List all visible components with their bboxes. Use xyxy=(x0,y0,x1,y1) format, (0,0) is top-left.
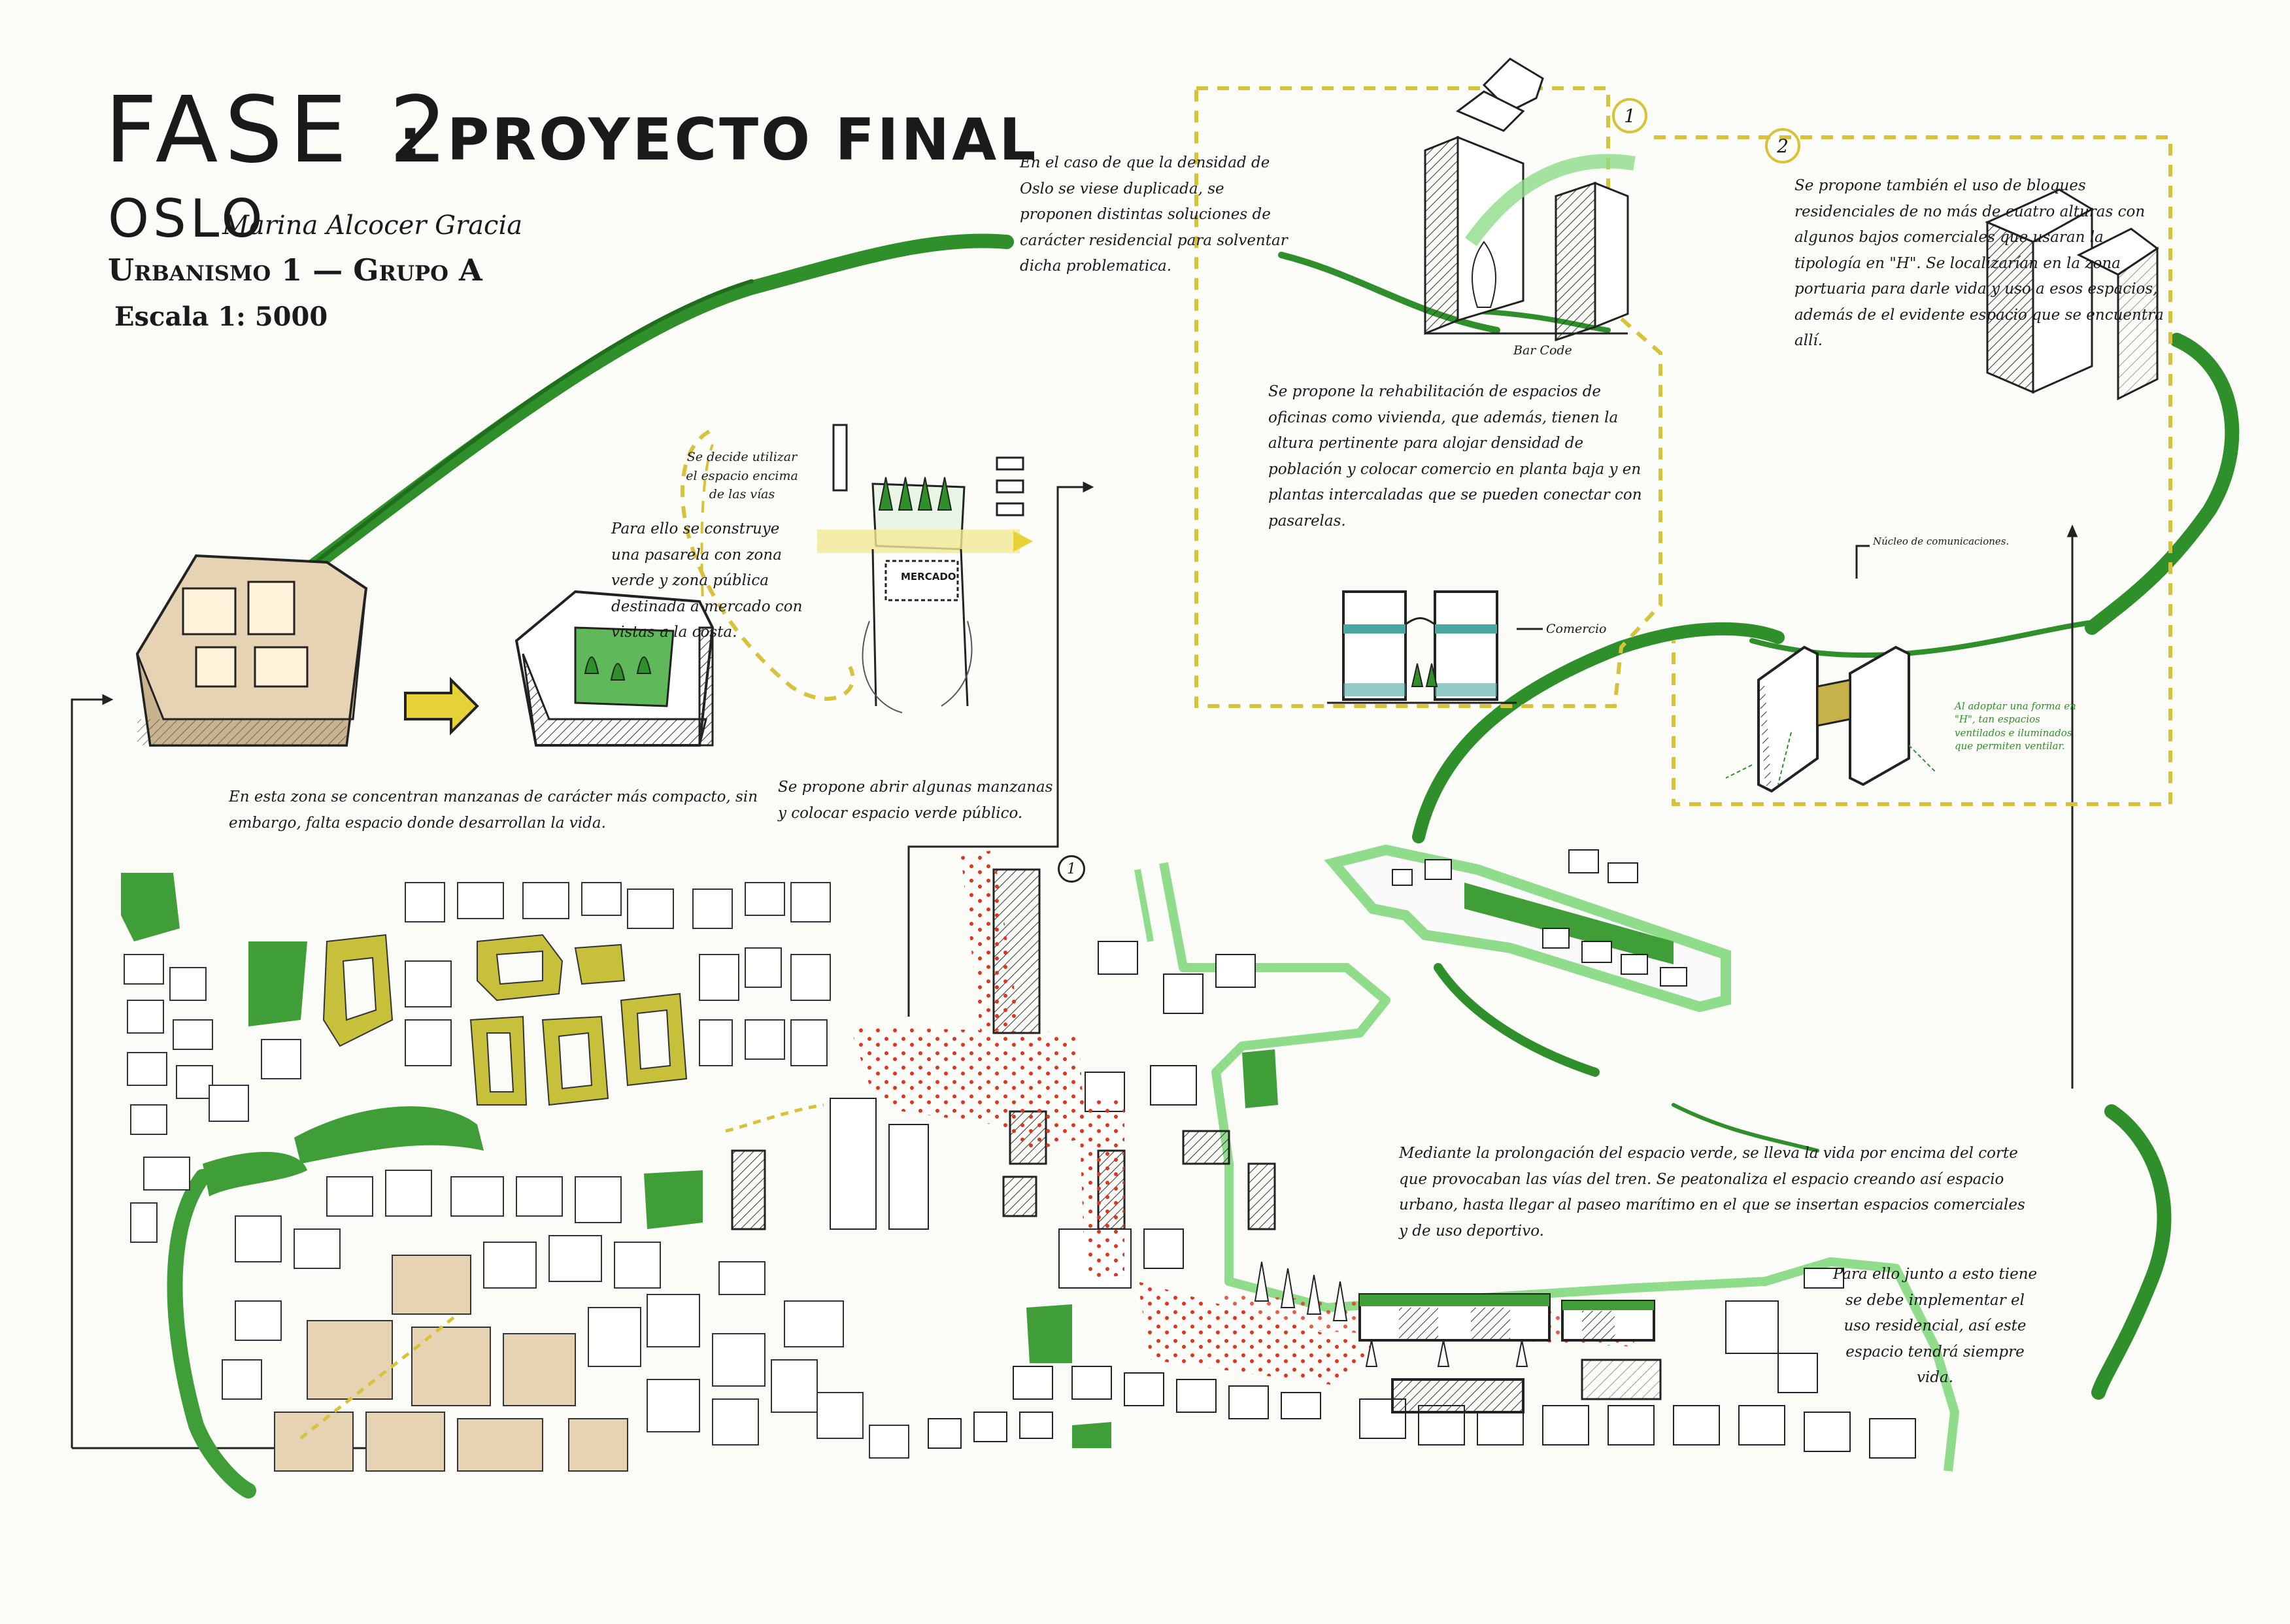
residential-note: Para ello junto a esto tiene se debe imp… xyxy=(1832,1266,2038,1387)
h-block-tower-sketch xyxy=(1985,188,2159,401)
h-shape-note: Al adoptar una forma en "H", tan espacio… xyxy=(1955,700,2076,752)
scale-label: Escala 1: 5000 xyxy=(114,301,328,332)
compact-block-sketch xyxy=(135,554,368,747)
h-blocks-note: Se propone también el uso de bloques res… xyxy=(1794,177,2164,350)
leader-arrows xyxy=(71,481,2078,1449)
waterfront-pavilions xyxy=(1254,1261,1662,1413)
h-block-core-sketch xyxy=(1725,645,1936,793)
open-blocks-note: Se propone abrir algunas manzanas y colo… xyxy=(778,779,1053,822)
density-note: En el caso de que la densidad de Oslo se… xyxy=(1020,154,1288,275)
offices-note: Se propone la rehabilitación de espacios… xyxy=(1268,383,1642,530)
urban-map xyxy=(121,850,1959,1498)
green-extension-note: Mediante la prolongación del espacio ver… xyxy=(1399,1145,2025,1240)
city-name: OSLO xyxy=(108,188,267,249)
open-block-sketch xyxy=(514,590,715,747)
poster-title: FASE 2 xyxy=(105,77,454,184)
arrow-right-icon xyxy=(404,677,479,736)
poster-subtitle: : PROYECTO FINAL xyxy=(399,106,1039,173)
harbour-detail-sketch xyxy=(1324,844,1731,1013)
compact-blocks-note: En esta zona se concentran manzanas de c… xyxy=(229,788,758,832)
mercado-label: MERCADO xyxy=(901,571,956,583)
barcode-label: Bar Code xyxy=(1513,343,1572,358)
course-label: Urbanismo 1 — Grupo A xyxy=(108,252,482,288)
comercio-label: Comercio xyxy=(1546,622,1607,636)
marker-2: 2 xyxy=(1765,128,1800,163)
walkway-note: Para ello se construye una pasarela con … xyxy=(611,520,803,641)
nucleo-label: Núcleo de comunicaciones. xyxy=(1873,535,2010,547)
rails-space-note: Se decide utilizar el espacio encima de … xyxy=(686,450,798,501)
commerce-buildings-sketch xyxy=(1327,590,1543,704)
barcode-towers-sketch xyxy=(1424,58,1636,342)
marker-1-map: 1 xyxy=(1058,855,1085,883)
marker-1: 1 xyxy=(1612,98,1647,133)
author-name: Marina Alcocer Gracia xyxy=(222,211,523,241)
market-over-rails-sketch xyxy=(817,424,1033,713)
green-flow-curves xyxy=(294,233,2240,1400)
